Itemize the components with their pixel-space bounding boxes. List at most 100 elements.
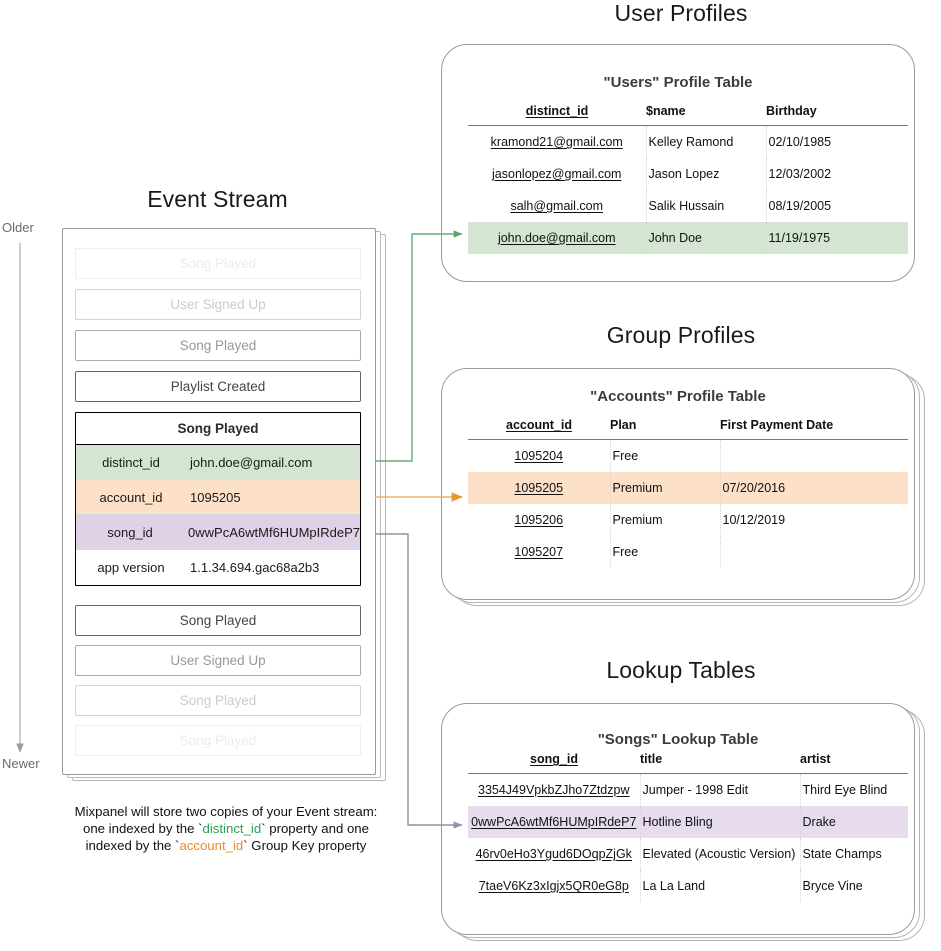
property-key: account_id bbox=[99, 489, 163, 505]
cell-account-id: 1095207 bbox=[468, 536, 611, 568]
column-header-song-id: song_id bbox=[468, 752, 640, 774]
event-item[interactable]: Song Played bbox=[75, 685, 361, 716]
table-header-row: distinct_id $name Birthday bbox=[468, 104, 908, 126]
caption-token-distinct-id: distinct_id bbox=[202, 821, 262, 836]
cell-song-id: 46rv0eHo3Ygud6DOqpZjGk bbox=[468, 838, 641, 870]
users-profile-table: distinct_id $name Birthday kramond21@gma… bbox=[468, 104, 908, 254]
cell-artist: Third Eye Blind bbox=[802, 783, 888, 797]
property-key: app version bbox=[97, 560, 165, 575]
cell-distinct-id: salh@gmail.com bbox=[468, 190, 647, 222]
caption-token-account-id: account_id bbox=[179, 838, 244, 853]
cell-birthday: 12/03/2002 bbox=[768, 167, 832, 181]
cell-title: Elevated (Acoustic Version) bbox=[640, 838, 801, 870]
cell-name: Kelley Ramond bbox=[646, 125, 767, 158]
event-stream-card: Song Played User Signed Up Song Played P… bbox=[62, 228, 376, 775]
table-row[interactable]: jasonlopez@gmail.com Jason Lopez 12/03/2… bbox=[468, 158, 908, 190]
expanded-event-card[interactable]: Song Played distinct_id john.doe@gmail.c… bbox=[75, 412, 361, 586]
table-header-row: song_id title artist bbox=[468, 752, 908, 774]
user-profiles-heading: User Profiles bbox=[614, 0, 748, 26]
property-value: 1.1.34.694.gac68a2b3 bbox=[190, 560, 320, 575]
cell-account-id: 1095205 bbox=[468, 472, 611, 504]
accounts-table-title: "Accounts" Profile Table bbox=[590, 388, 766, 405]
cell-account-id: 1095206 bbox=[468, 504, 611, 536]
caption-line-2b: ` property and one bbox=[261, 821, 369, 836]
songs-table-title: "Songs" Lookup Table bbox=[597, 731, 759, 748]
event-property-distinct-id[interactable]: distinct_id john.doe@gmail.com bbox=[76, 445, 360, 480]
table-row[interactable]: 1095204 Free bbox=[468, 439, 908, 473]
table-row-highlighted[interactable]: 1095205 Premium 07/20/2016 bbox=[468, 472, 908, 504]
table-row[interactable]: salh@gmail.com Salik Hussain 08/19/2005 bbox=[468, 190, 908, 222]
expanded-event-name: Song Played bbox=[76, 413, 360, 445]
cell-artist: Drake bbox=[800, 806, 908, 838]
event-item[interactable]: User Signed Up bbox=[75, 289, 361, 320]
event-item[interactable]: Song Played bbox=[75, 248, 361, 279]
event-item[interactable]: Song Played bbox=[75, 605, 361, 636]
group-profiles-heading: Group Profiles bbox=[606, 322, 756, 348]
column-header-title: title bbox=[640, 752, 800, 774]
cell-distinct-id: kramond21@gmail.com bbox=[468, 125, 647, 158]
event-stream-heading: Event Stream bbox=[147, 186, 288, 212]
cell-title: La La Land bbox=[640, 870, 801, 902]
table-row-highlighted[interactable]: 0wwPcA6wtMf6HUMpIRdeP7 Hotline Bling Dra… bbox=[468, 806, 908, 838]
cell-song-id: 3354J49VpkbZJho7Ztdzpw bbox=[468, 773, 641, 806]
property-value: 1095205 bbox=[190, 489, 241, 505]
older-label: Older bbox=[2, 220, 34, 235]
table-header-row: account_id Plan First Payment Date bbox=[468, 418, 908, 440]
event-item[interactable]: Song Played bbox=[75, 330, 361, 361]
cell-birthday: 08/19/2005 bbox=[768, 199, 832, 213]
column-header-birthday: Birthday bbox=[766, 104, 908, 126]
column-header-distinct-id: distinct_id bbox=[468, 104, 646, 126]
caption-line-1: Mixpanel will store two copies of your E… bbox=[74, 804, 378, 819]
table-row[interactable]: 7taeV6Kz3xIgjx5QR0eG8p La La Land Bryce … bbox=[468, 870, 908, 902]
cell-song-id: 7taeV6Kz3xIgjx5QR0eG8p bbox=[468, 870, 641, 902]
lookup-tables-heading: Lookup Tables bbox=[606, 657, 756, 683]
cell-title: Hotline Bling bbox=[640, 806, 801, 838]
column-header-first-payment-date: First Payment Date bbox=[720, 418, 908, 440]
cell-name: Salik Hussain bbox=[646, 190, 767, 222]
event-item[interactable]: User Signed Up bbox=[75, 645, 361, 676]
column-header-name: $name bbox=[646, 104, 766, 126]
table-row[interactable]: 1095207 Free bbox=[468, 536, 908, 568]
table-row[interactable]: kramond21@gmail.com Kelley Ramond 02/10/… bbox=[468, 125, 908, 158]
cell-title: Jumper - 1998 Edit bbox=[640, 773, 801, 806]
caption-line-2a: one indexed by the ` bbox=[83, 821, 203, 836]
cell-distinct-id: jasonlopez@gmail.com bbox=[468, 158, 647, 190]
table-row[interactable]: 1095206 Premium 10/12/2019 bbox=[468, 504, 908, 536]
property-key: distinct_id bbox=[102, 454, 160, 470]
event-item[interactable]: Song Played bbox=[75, 725, 361, 756]
cell-artist: State Champs bbox=[802, 847, 882, 861]
cell-birthday: 11/19/1975 bbox=[766, 222, 908, 254]
cell-plan: Premium bbox=[610, 472, 721, 504]
songs-lookup-table: song_id title artist 3354J49VpkbZJho7Ztd… bbox=[468, 752, 908, 902]
caption-line-3a: indexed by the ` bbox=[85, 838, 180, 853]
cell-first-payment-date: 07/20/2016 bbox=[720, 472, 908, 504]
table-row[interactable]: 46rv0eHo3Ygud6DOqpZjGk Elevated (Acousti… bbox=[468, 838, 908, 870]
property-value: john.doe@gmail.com bbox=[190, 454, 313, 470]
column-header-artist: artist bbox=[800, 752, 908, 774]
event-property-song-id[interactable]: song_id 0wwPcA6wtMf6HUMpIRdeP7 bbox=[76, 515, 360, 550]
cell-account-id: 1095204 bbox=[468, 439, 611, 472]
cell-plan: Premium bbox=[610, 504, 721, 536]
property-key: song_id bbox=[107, 524, 153, 540]
property-value: 0wwPcA6wtMf6HUMpIRdeP7 bbox=[188, 524, 360, 540]
cell-artist: Bryce Vine bbox=[802, 879, 863, 893]
cell-plan: Free bbox=[610, 439, 721, 472]
event-stream-caption: Mixpanel will store two copies of your E… bbox=[40, 803, 412, 854]
event-property-app-version[interactable]: app version 1.1.34.694.gac68a2b3 bbox=[76, 550, 360, 585]
cell-name: John Doe bbox=[646, 222, 767, 254]
event-property-account-id[interactable]: account_id 1095205 bbox=[76, 480, 360, 515]
accounts-profile-table: account_id Plan First Payment Date 10952… bbox=[468, 418, 908, 568]
cell-first-payment-date bbox=[720, 440, 908, 473]
table-row-highlighted[interactable]: john.doe@gmail.com John Doe 11/19/1975 bbox=[468, 222, 908, 254]
cell-first-payment-date bbox=[720, 536, 908, 568]
column-header-account-id: account_id bbox=[468, 418, 610, 440]
table-row[interactable]: 3354J49VpkbZJho7Ztdzpw Jumper - 1998 Edi… bbox=[468, 773, 908, 806]
event-item[interactable]: Playlist Created bbox=[75, 371, 361, 402]
cell-plan: Free bbox=[610, 536, 721, 568]
cell-first-payment-date: 10/12/2019 bbox=[722, 513, 786, 527]
newer-label: Newer bbox=[2, 756, 40, 771]
cell-birthday: 02/10/1985 bbox=[768, 135, 832, 149]
users-table-title: "Users" Profile Table bbox=[603, 74, 753, 91]
cell-name: Jason Lopez bbox=[646, 158, 767, 190]
